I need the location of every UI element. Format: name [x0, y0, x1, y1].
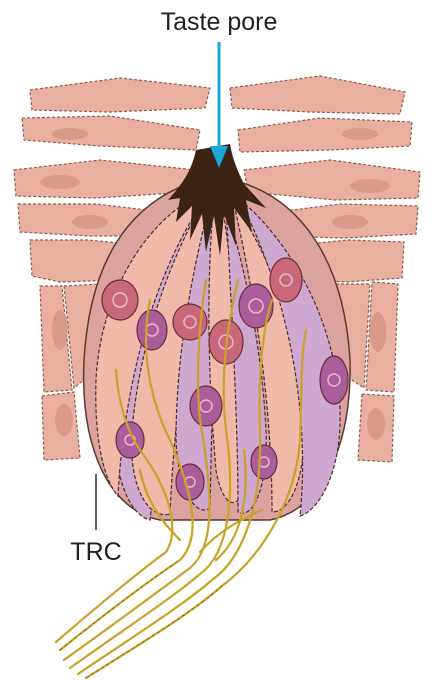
surface-cell: [30, 78, 210, 112]
nucleus: [176, 464, 204, 500]
nucleus: [190, 386, 222, 426]
surface-cell: [244, 160, 420, 200]
surface-cell: [238, 118, 412, 152]
nucleus: [102, 280, 138, 320]
taste-pore-label: Taste pore: [161, 8, 278, 36]
nucleus: [137, 310, 167, 350]
nucleus: [116, 422, 144, 458]
surface-cell: [230, 76, 405, 114]
nucleus: [270, 258, 302, 302]
trc-label: TRC: [70, 538, 121, 566]
surface-cell: [22, 116, 200, 150]
taste-pore-arrow: [210, 42, 228, 168]
nucleus: [320, 356, 348, 404]
nucleus: [251, 445, 277, 479]
nucleus: [239, 284, 273, 328]
